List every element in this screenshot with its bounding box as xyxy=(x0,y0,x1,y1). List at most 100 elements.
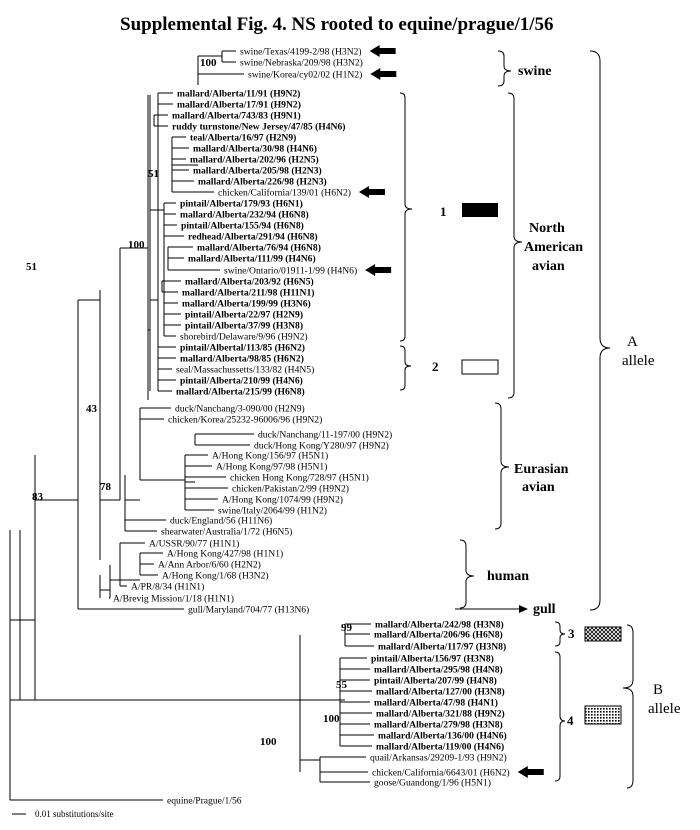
taxon-label: mallard/Alberta/199/99 (H3N6) xyxy=(182,299,311,310)
taxon-label: A/Ann Arbor/6/60 (H2N2) xyxy=(158,560,261,571)
taxon-label: pintail/Alberta/210/99 (H4N6) xyxy=(180,376,303,387)
taxon-label: gull/Maryland/704/77 (H13N6) xyxy=(188,605,309,616)
subgroup-3-label: 3 xyxy=(568,626,575,641)
subgroup-3-box xyxy=(584,626,622,642)
highlight-arrow-icon xyxy=(370,68,397,80)
taxon-label: mallard/Alberta/11/91 (H9N2) xyxy=(177,89,300,100)
bootstrap-value: 43 xyxy=(86,403,98,415)
taxon-label: mallard/Alberta/215/99 (H6N8) xyxy=(176,387,305,398)
taxon-label: mallard/Alberta/203/92 (H6N5) xyxy=(185,277,314,288)
taxon-label: ruddy turnstone/New Jersey/47/85 (H4N6) xyxy=(172,122,345,133)
a-allele-line-2: allele xyxy=(622,353,655,369)
taxon-label: mallard/Alberta/30/98 (H4N6) xyxy=(193,144,317,155)
tree-branches xyxy=(9,50,374,801)
taxon-label: duck/Nanchang/11-197/00 (H9N2) xyxy=(258,430,392,441)
b-allele-line-2: allele xyxy=(648,701,681,717)
bootstrap-value: 100 xyxy=(323,713,340,725)
gull-arrow-icon xyxy=(519,605,528,613)
taxon-label: A/Hong Kong/1/68 (H3N2) xyxy=(162,571,269,582)
taxon-label: equine/Prague/1/56 xyxy=(167,796,242,807)
taxon-label: pintail/Alberta/22/97 (H2N9) xyxy=(185,310,303,321)
taxon-label: mallard/Alberta/743/83 (H9N1) xyxy=(172,111,301,122)
taxon-label: mallard/Alberta/202/96 (H2N5) xyxy=(190,155,319,166)
taxon-label: mallard/Alberta/98/85 (H6N2) xyxy=(180,354,304,365)
taxon-label: redhead/Alberta/291/94 (H6N8) xyxy=(188,232,318,243)
group-b-allele: B allele xyxy=(622,624,681,789)
north-american-avian-line-2: American xyxy=(524,240,583,255)
group-a-allele: A allele xyxy=(589,50,655,611)
bootstrap-value: 51 xyxy=(26,261,37,273)
taxon-label: pintail/Alberta/37/99 (H3N8) xyxy=(185,321,303,332)
taxon-label: A/Hong Kong/156/97 (H5N1) xyxy=(212,451,328,462)
taxon-label: chicken/California/139/01 (H6N2) xyxy=(218,188,351,199)
taxon-label: chicken/California/6643/01 (H6N2) xyxy=(372,768,510,779)
taxon-label: A/USSR/90/77 (H1N1) xyxy=(149,539,239,550)
taxon-label: mallard/Alberta/111/99 (H4N6) xyxy=(188,254,316,265)
subgroup-2-label: 2 xyxy=(432,359,439,374)
taxon-label: swine/Ontario/01911-1/99 (H4N6) xyxy=(224,266,357,277)
taxon-label: mallard/Alberta/47/98 (H4N1) xyxy=(374,698,498,709)
group-north-american-avian: North American avian xyxy=(507,92,583,399)
taxon-label: mallard/Alberta/205/98 (H2N3) xyxy=(193,166,322,177)
highlight-arrow-icon xyxy=(358,186,385,198)
taxon-label: pintail/Alberta/207/99 (H4N8) xyxy=(374,676,497,687)
eurasian-avian-line-2: avian xyxy=(522,480,555,495)
highlight-arrow-icon xyxy=(517,766,544,778)
highlight-arrows xyxy=(358,45,544,778)
subgroup-4-label: 4 xyxy=(567,713,574,728)
bootstrap-value: 78 xyxy=(100,481,112,493)
taxon-label: shorebird/Delaware/9/96 (H9N2) xyxy=(180,332,308,343)
subgroup-2: 2 xyxy=(399,345,499,391)
subgroup-4-box xyxy=(584,705,622,725)
taxon-label: mallard/Alberta/295/98 (H4N8) xyxy=(374,665,503,676)
bootstrap-value: 55 xyxy=(336,679,348,691)
taxon-label: chicken/Korea/25232-96006/96 (H9N2) xyxy=(168,415,322,426)
taxon-labels: swine/Texas/4199-2/98 (H3N2)swine/Nebras… xyxy=(113,47,510,807)
figure-title: Supplemental Fig. 4. NS rooted to equine… xyxy=(120,14,554,35)
b-allele-line-1: B xyxy=(653,682,663,698)
subgroup-1-label: 1 xyxy=(440,204,447,219)
taxon-label: duck/Hong Kong/Y280/97 (H9N2) xyxy=(254,441,389,452)
taxon-label: A/Brevig Mission/1/18 (H1N1) xyxy=(113,594,234,605)
taxon-label: A/PR/8/34 (H1N1) xyxy=(131,582,204,593)
subgroup-2-box xyxy=(461,359,499,375)
bootstrap-value: 100 xyxy=(200,57,217,69)
taxon-label: mallard/Alberta/321/88 (H9N2) xyxy=(376,709,505,720)
taxon-label: swine/Korea/cy02/02 (H1N2) xyxy=(248,70,362,81)
highlight-arrow-icon xyxy=(369,45,396,57)
bootstrap-value: 100 xyxy=(128,239,145,251)
taxon-label: pintail/Alberta/156/97 (H3N8) xyxy=(371,654,494,665)
taxon-label: chicken Hong Kong/728/97 (H5N1) xyxy=(230,473,369,484)
taxon-label: quail/Arkansas/29209-1/93 (H9N2) xyxy=(370,753,507,764)
scale-bar-label: 0.01 substitutions/site xyxy=(35,809,114,819)
group-swine: swine xyxy=(497,50,551,87)
taxon-label: mallard/Alberta/76/94 (H6N8) xyxy=(197,243,321,254)
taxon-label: mallard/Alberta/279/98 (H3N8) xyxy=(374,720,503,731)
subgroup-4: 4 xyxy=(554,651,622,782)
taxon-label: shearwater/Australia/1/72 (H6N5) xyxy=(161,527,292,538)
north-american-avian-line-3: avian xyxy=(532,259,565,274)
taxon-label: teal/Alberta/16/97 (H2N9) xyxy=(190,133,296,144)
taxon-label: pintail/Alberta/179/93 (H6N1) xyxy=(180,199,303,210)
taxon-label: A/Hong Kong/97/98 (H5N1) xyxy=(216,462,327,473)
taxon-label: duck/England/56 (H11N6) xyxy=(170,516,272,527)
north-american-avian-line-1: North xyxy=(529,221,565,236)
taxon-label: goose/Guandong/1/96 (H5N1) xyxy=(374,778,491,789)
bootstrap-value: 51 xyxy=(148,168,159,180)
highlight-arrow-icon xyxy=(365,264,392,276)
group-gull-label: gull xyxy=(533,602,556,617)
taxon-label: swine/Italy/2064/99 (H1N2) xyxy=(218,506,327,517)
taxon-label: chicken/Pakistan/2/99 (H9N2) xyxy=(232,484,349,495)
subgroup-1: 1 xyxy=(399,92,498,342)
bootstrap-value: 99 xyxy=(341,622,353,634)
bootstrap-value: 83 xyxy=(32,491,44,503)
taxon-label: mallard/Alberta/226/98 (H2N3) xyxy=(198,177,327,188)
taxon-label: mallard/Alberta/206/96 (H6N8) xyxy=(374,630,503,641)
taxon-label: mallard/Alberta/119/00 (H4N6) xyxy=(376,742,504,753)
taxon-label: A/Hong Kong/427/98 (H1N1) xyxy=(167,549,283,560)
taxon-label: swine/Nebraska/209/98 (H3N2) xyxy=(240,58,363,69)
a-allele-line-1: A xyxy=(627,334,638,350)
taxon-label: mallard/Alberta/232/94 (H6N8) xyxy=(180,210,309,221)
taxon-label: pintail/Albertal/113/85 (H6N2) xyxy=(180,343,305,354)
